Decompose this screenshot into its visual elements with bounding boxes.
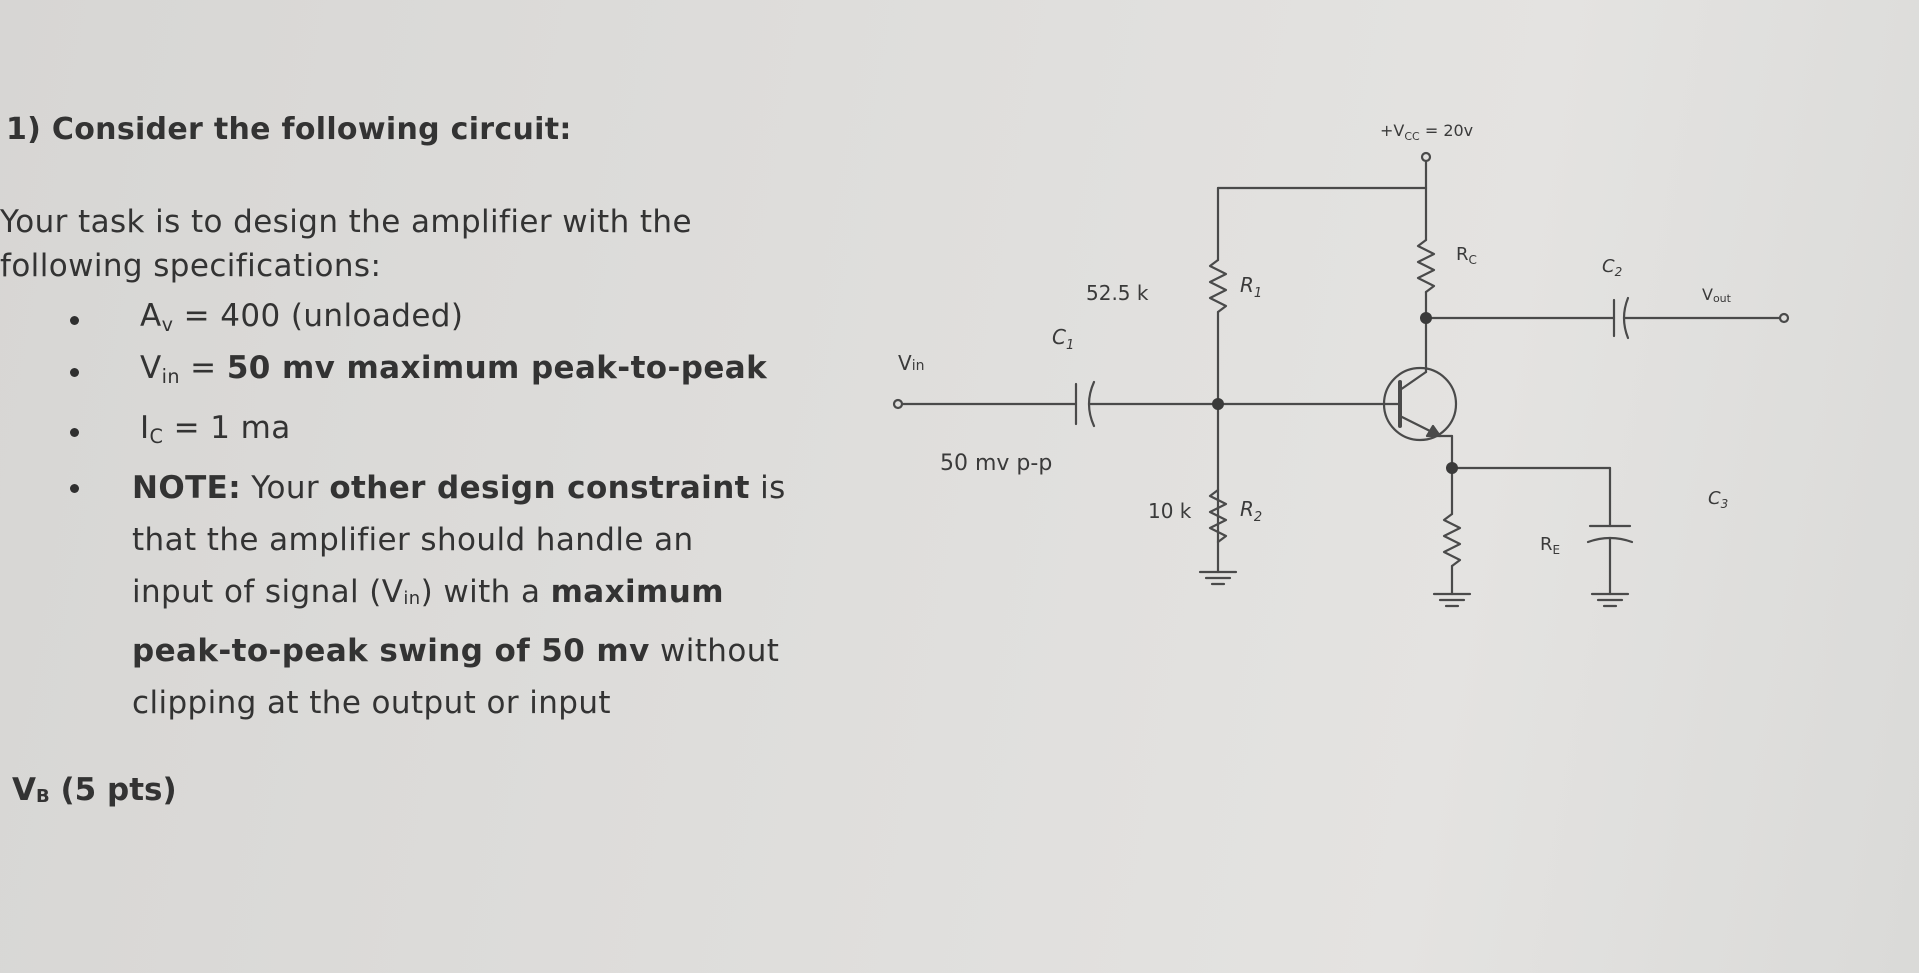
spec-list: Av = 400 (unloaded) Vin = 50 mv maximum … bbox=[0, 298, 880, 729]
r2-name-label: R2 bbox=[1240, 497, 1262, 525]
spec-ic: IC = 1 ma bbox=[0, 410, 880, 462]
transistor-icon bbox=[1382, 366, 1458, 442]
re-label: RE bbox=[1540, 534, 1560, 557]
task-line-1: Your task is to design the amplifier wit… bbox=[0, 204, 692, 240]
circuit-svg: +VCC = 20v 52.5 k R1 10 k R2 RC RE C1 C2… bbox=[892, 121, 1790, 608]
vout-label: Vout bbox=[1702, 285, 1732, 305]
r2-resistor-icon bbox=[1208, 488, 1228, 544]
note-line-2: that the amplifier should handle an bbox=[132, 522, 694, 558]
note-line-1: NOTE: Your other design constraint is bbox=[132, 470, 786, 506]
note-line-3: input of signal (Vin) with a maximum bbox=[132, 574, 724, 610]
c3-label: C3 bbox=[1708, 488, 1728, 511]
circuit-diagram: +VCC = 20v 52.5 k R1 10 k R2 RC RE C1 C2… bbox=[880, 90, 1919, 690]
note-line-4: peak-to-peak swing of 50 mv without bbox=[132, 632, 780, 669]
vb-question: VB (5 pts) bbox=[12, 772, 177, 808]
vcc-label: +VCC = 20v bbox=[1380, 121, 1473, 143]
vin-label: Vin bbox=[898, 351, 924, 375]
spec-vin: Vin = 50 mv maximum peak-to-peak bbox=[0, 350, 880, 410]
r1-name-label: R1 bbox=[1240, 273, 1262, 301]
rc-resistor-icon bbox=[1416, 238, 1436, 294]
c1-label: C1 bbox=[1052, 325, 1074, 353]
r1-value-label: 52.5 k bbox=[1086, 281, 1149, 305]
r2-value-label: 10 k bbox=[1148, 499, 1192, 523]
vin-terminal-icon bbox=[892, 398, 904, 410]
junction-dot-icon bbox=[1420, 312, 1432, 324]
vout-terminal-icon bbox=[1778, 312, 1790, 324]
r1-resistor-icon bbox=[1208, 258, 1228, 314]
spec-note: NOTE: Your other design constraint is th… bbox=[0, 462, 880, 729]
question-title: 1) Consider the following circuit: bbox=[6, 112, 572, 147]
task-description: Your task is to design the amplifier wit… bbox=[0, 200, 692, 288]
junction-dot-icon bbox=[1446, 462, 1458, 474]
bullet-icon bbox=[70, 316, 79, 325]
bullet-icon bbox=[70, 484, 79, 493]
junction-dot-icon bbox=[1212, 398, 1224, 410]
c2-label: C2 bbox=[1602, 256, 1622, 279]
emitter-arrow-icon bbox=[1425, 424, 1442, 438]
task-line-2: following specifications: bbox=[0, 248, 382, 284]
transistor-collector-lead bbox=[1398, 370, 1428, 392]
vin-amplitude-label: 50 mv p-p bbox=[940, 451, 1052, 476]
problem-text: 1) Consider the following circuit: Your … bbox=[0, 0, 880, 973]
note-line-5: clipping at the output or input bbox=[132, 684, 611, 721]
vcc-terminal-icon bbox=[1420, 151, 1432, 163]
rc-label: RC bbox=[1456, 244, 1477, 267]
spec-gain: Av = 400 (unloaded) bbox=[0, 298, 880, 350]
re-resistor-icon bbox=[1442, 512, 1462, 568]
bullet-icon bbox=[70, 368, 79, 377]
bullet-icon bbox=[70, 428, 79, 437]
